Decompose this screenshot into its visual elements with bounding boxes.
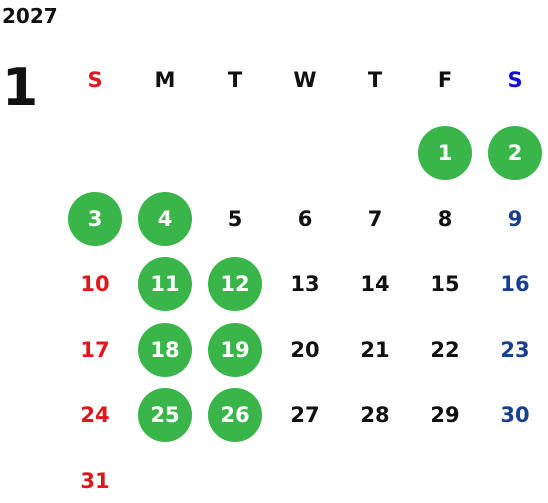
day-cell[interactable]: 29 [430, 403, 460, 427]
day-cell[interactable]: 23 [500, 337, 530, 362]
day-cell[interactable]: 6 [297, 206, 313, 231]
calendar-year: 2027 [2, 4, 58, 28]
day-cell[interactable]: 7 [367, 206, 383, 231]
day-cell[interactable]: 9 [507, 206, 523, 231]
weekday-header: W [293, 68, 317, 92]
day-cell[interactable]: 11 [138, 257, 192, 311]
weekday-header: T [367, 68, 383, 92]
day-cell[interactable]: 27 [290, 403, 320, 427]
weekday-header: T [227, 68, 243, 92]
day-cell[interactable]: 22 [430, 337, 460, 362]
weekday-header: M [154, 68, 176, 92]
day-cell[interactable]: 10 [80, 272, 110, 296]
day-cell[interactable]: 25 [138, 388, 192, 442]
weekday-header: S [507, 68, 523, 92]
day-cell[interactable]: 5 [227, 206, 243, 231]
day-cell[interactable]: 13 [290, 272, 320, 296]
day-cell[interactable]: 30 [500, 403, 530, 427]
day-cell[interactable]: 28 [360, 403, 390, 427]
calendar-month: 1 [2, 58, 39, 118]
weekday-header: F [437, 68, 453, 92]
day-cell[interactable]: 21 [360, 337, 390, 362]
day-cell[interactable]: 31 [80, 468, 110, 493]
weekday-header: S [87, 68, 103, 92]
day-cell[interactable]: 26 [208, 388, 262, 442]
day-cell[interactable]: 18 [138, 322, 192, 377]
day-cell[interactable]: 1 [418, 126, 472, 180]
day-cell[interactable]: 4 [138, 191, 192, 246]
day-cell[interactable]: 3 [68, 191, 122, 246]
day-cell[interactable]: 2 [488, 126, 542, 180]
day-cell[interactable]: 12 [208, 257, 262, 311]
day-cell[interactable]: 8 [437, 206, 453, 231]
day-cell[interactable]: 16 [500, 272, 530, 296]
day-cell[interactable]: 14 [360, 272, 390, 296]
day-cell[interactable]: 24 [80, 403, 110, 427]
day-cell[interactable]: 19 [208, 322, 262, 377]
day-cell[interactable]: 15 [430, 272, 460, 296]
day-cell[interactable]: 20 [290, 337, 320, 362]
day-cell[interactable]: 17 [80, 337, 110, 362]
